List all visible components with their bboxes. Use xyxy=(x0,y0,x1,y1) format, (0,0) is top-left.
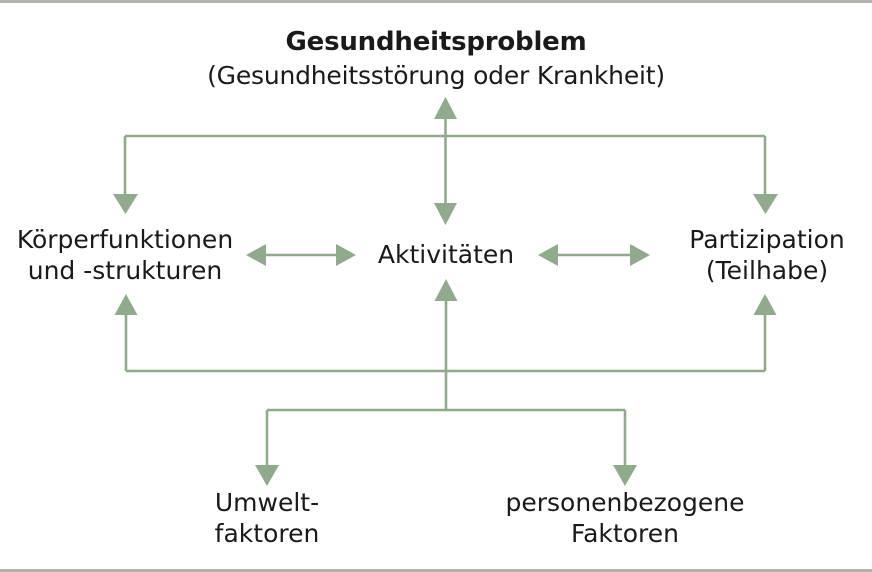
arrowhead-right-activities-participation xyxy=(630,244,650,266)
node-environmental-factors: Umwelt- faktoren xyxy=(214,488,320,548)
arrowhead-down-body xyxy=(113,194,138,214)
connector-graphic xyxy=(113,97,778,486)
node-activities: Aktivitäten xyxy=(377,240,515,269)
arrowhead-left-body-activities xyxy=(246,244,266,266)
arrowhead-down-environment xyxy=(255,465,279,486)
arrowhead-up-participation-lower xyxy=(753,294,777,315)
arrowhead-up-body-lower xyxy=(114,294,138,315)
health-problem-subtitle: (Gesundheitsstörung oder Krankheit) xyxy=(207,61,665,90)
arrowhead-up-health xyxy=(434,97,457,119)
arrowhead-left-activities-participation xyxy=(538,244,558,266)
health-problem-title: Gesundheitsproblem xyxy=(285,27,587,57)
arrowhead-down-participation xyxy=(753,194,778,214)
arrowhead-right-body-activities xyxy=(336,244,356,266)
node-personal-factors: personenbezogene Faktoren xyxy=(505,488,745,548)
node-body-functions: Körperfunktionen und -strukturen xyxy=(16,225,234,285)
node-participation: Partizipation (Teilhabe) xyxy=(689,225,845,285)
arrowhead-down-activities xyxy=(434,203,457,225)
arrowhead-up-activities-lower xyxy=(434,279,458,301)
arrowhead-down-personal xyxy=(613,465,637,486)
